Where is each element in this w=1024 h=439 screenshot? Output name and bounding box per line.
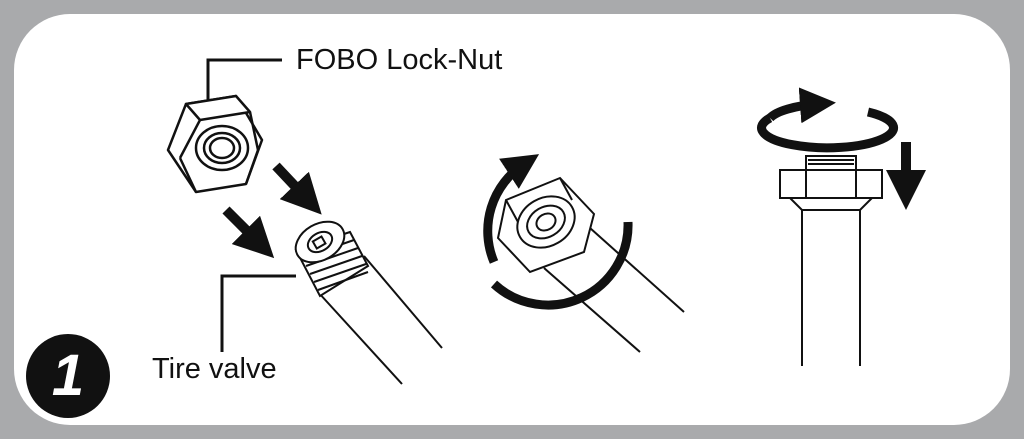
step-number-badge: 1: [26, 334, 110, 418]
lock-nut-icon: [166, 94, 264, 194]
rotate-arrow-icon: [483, 154, 633, 310]
lock-nut-callout-line: [206, 58, 282, 100]
move-arrows-icon: [222, 162, 322, 259]
nut-on-valve-icon: [496, 176, 685, 353]
tire-valve-callout-line: [220, 274, 296, 352]
side-view-valve-icon: [779, 155, 883, 366]
lock-nut-label: FOBO Lock-Nut: [296, 44, 503, 76]
tire-valve-label: Tire valve: [152, 353, 277, 385]
tire-valve-icon: [294, 220, 443, 385]
horizontal-rotate-arrow-icon: [757, 87, 898, 153]
